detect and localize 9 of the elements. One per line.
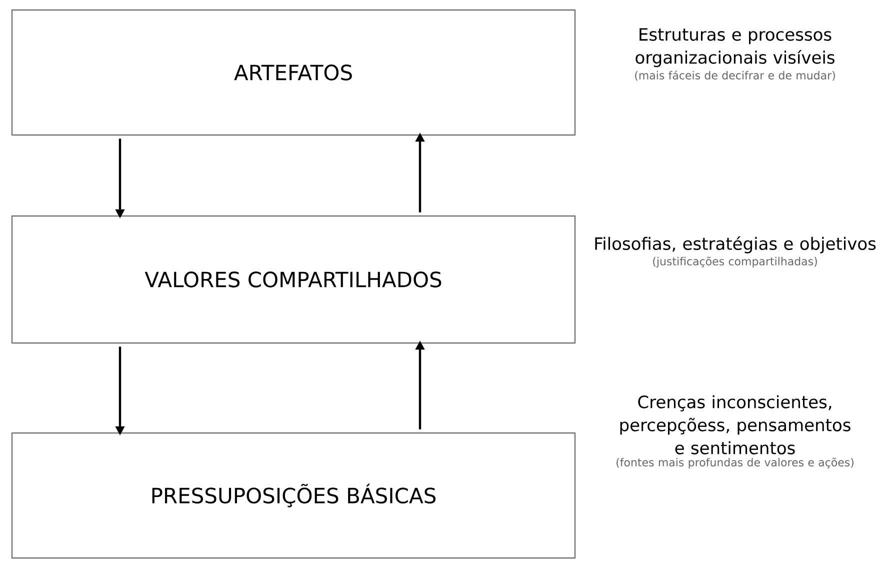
layer-box: VALORES COMPARTILHADOS — [11, 215, 576, 344]
description-text: Crenças inconscientes, percepçõess, pensamentos e sentimentos — [620, 395, 850, 454]
description-text: Estruturas e processos organizacionais visíveis — [636, 28, 834, 68]
description-text: Filosofias, estratégias e objetivos — [595, 236, 876, 254]
layer-box: PRESSUPOSIÇÕES BÁSICAS — [11, 432, 576, 559]
layer-box: ARTEFATOS — [11, 9, 576, 136]
description-text: (fontes mais profundas de valores e ações) — [616, 458, 854, 469]
description-text: (justificações compartilhadas) — [653, 256, 817, 268]
description-text: (mais fáceis de decifrar e de mudar) — [635, 70, 835, 81]
